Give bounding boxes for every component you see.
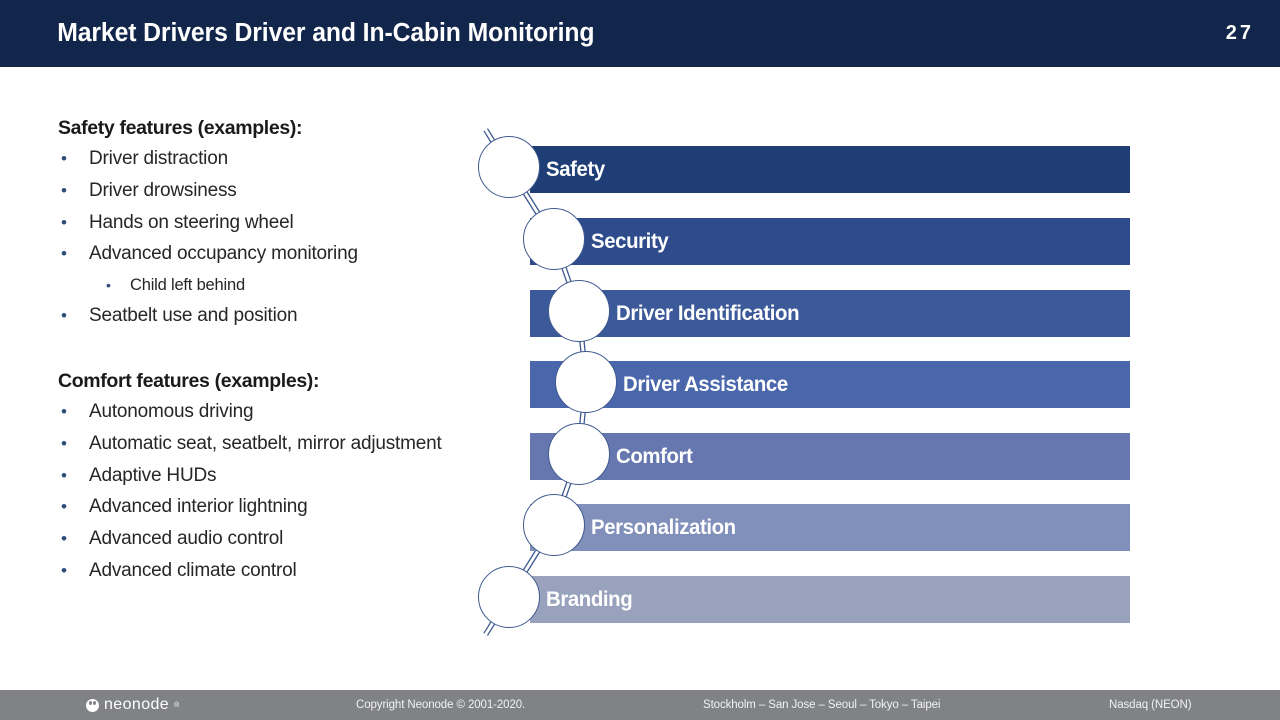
features-column: Safety features (examples): Driver distr… bbox=[0, 67, 470, 682]
list-item: Driver drowsiness bbox=[58, 175, 470, 207]
diagram-row[interactable]: Driver Identification bbox=[530, 290, 1130, 337]
list-item: Advanced occupancy monitoring bbox=[58, 238, 470, 270]
diagram-node-circle[interactable] bbox=[523, 208, 585, 270]
neonode-logo: neonode ® bbox=[86, 690, 179, 720]
list-item: Advanced interior lightning bbox=[58, 491, 470, 523]
list-item: Adaptive HUDs bbox=[58, 460, 470, 492]
safety-features-list: Driver distractionDriver drowsinessHands… bbox=[58, 143, 470, 332]
registered-trademark-icon: ® bbox=[174, 701, 180, 709]
list-item: Driver distraction bbox=[58, 143, 470, 175]
footer-office-cities: Stockholm – San Jose – Seoul – Tokyo – T… bbox=[703, 699, 941, 711]
diagram-row[interactable]: Safety bbox=[530, 146, 1130, 193]
diagram-row-label: Security bbox=[591, 229, 669, 253]
comfort-features-heading: Comfort features (examples): bbox=[58, 369, 320, 392]
diagram-row-label: Driver Identification bbox=[616, 301, 800, 325]
safety-features-heading: Safety features (examples): bbox=[58, 117, 303, 139]
neonode-logo-icon bbox=[86, 698, 99, 712]
list-item: Advanced audio control bbox=[58, 523, 470, 555]
neonode-logo-text: neonode bbox=[104, 696, 170, 713]
slide-footer: neonode ® Copyright Neonode © 2001-2020.… bbox=[0, 690, 1280, 720]
diagram-row-label: Safety bbox=[546, 157, 605, 181]
diagram-row[interactable]: Security bbox=[530, 218, 1130, 265]
diagram-row-label: Comfort bbox=[616, 444, 693, 468]
diagram-node-circle[interactable] bbox=[523, 494, 585, 556]
footer-copyright: Copyright Neonode © 2001-2020. bbox=[356, 699, 526, 711]
safety-features-block: Safety features (examples): Driver distr… bbox=[58, 117, 470, 332]
diagram-row-label: Driver Assistance bbox=[623, 372, 788, 396]
comfort-features-block: Comfort features (examples): Autonomous … bbox=[58, 370, 470, 587]
diagram-row-label: Branding bbox=[546, 587, 633, 611]
page-title: Market Drivers Driver and In-Cabin Monit… bbox=[57, 19, 595, 47]
list-item: Advanced climate control bbox=[58, 555, 470, 587]
diagram-row[interactable]: Driver Assistance bbox=[530, 361, 1130, 408]
diagram-node-circle[interactable] bbox=[478, 566, 540, 628]
slide-page-number: 27 bbox=[1225, 22, 1254, 44]
list-item: Seatbelt use and position bbox=[58, 300, 470, 332]
list-item: Hands on steering wheel bbox=[58, 207, 470, 239]
diagram-row[interactable]: Branding bbox=[530, 576, 1130, 623]
diagram-node-circle[interactable] bbox=[548, 423, 610, 485]
diagram-node-circle[interactable] bbox=[555, 351, 617, 413]
list-item: Autonomous driving bbox=[58, 396, 470, 428]
diagram-row[interactable]: Comfort bbox=[530, 433, 1130, 480]
diagram-row[interactable]: Personalization bbox=[530, 504, 1130, 551]
list-item: Child left behind bbox=[58, 270, 470, 300]
slide-header: Market Drivers Driver and In-Cabin Monit… bbox=[0, 0, 1280, 67]
comfort-features-list: Autonomous drivingAutomatic seat, seatbe… bbox=[58, 396, 470, 587]
list-item: Automatic seat, seatbelt, mirror adjustm… bbox=[58, 428, 470, 460]
footer-stock-ticker: Nasdaq (NEON) bbox=[1109, 699, 1192, 711]
diagram-row-label: Personalization bbox=[591, 515, 736, 539]
diagram-node-circle[interactable] bbox=[478, 136, 540, 198]
diagram-node-circle[interactable] bbox=[548, 280, 610, 342]
